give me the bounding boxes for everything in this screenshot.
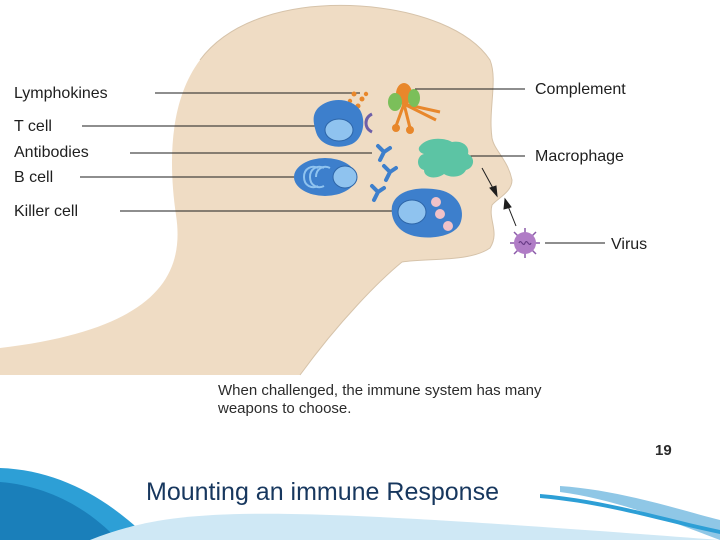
bottom-wave-decoration: [0, 468, 720, 540]
t-cell: [313, 99, 373, 147]
virus: [510, 228, 540, 258]
label-t-cell: T cell: [14, 118, 52, 135]
macrophage: [418, 138, 474, 178]
leader-lines: [80, 88, 605, 244]
head-silhouette: [0, 0, 678, 375]
b-cell: [294, 158, 358, 196]
antibodies: [370, 144, 398, 202]
head-outline: [199, 4, 513, 376]
label-virus: Virus: [611, 236, 647, 253]
caption-line-2: weapons to choose.: [218, 400, 352, 417]
page-number: 19: [655, 442, 672, 459]
label-b-cell: B cell: [14, 169, 53, 186]
caption-line-1: When challenged, the immune system has m…: [218, 382, 542, 399]
label-macrophage: Macrophage: [535, 148, 624, 165]
label-antibodies: Antibodies: [14, 144, 89, 161]
arrows: [481, 167, 517, 227]
diagram-caption: When challenged, the immune system has m…: [218, 382, 638, 418]
label-killer-cell: Killer cell: [14, 203, 78, 220]
killer-cell: [391, 188, 462, 238]
label-lymphokines: Lymphokines: [14, 85, 108, 102]
label-complement: Complement: [535, 81, 626, 98]
complement: [388, 83, 441, 134]
slide-title: Mounting an immune Response: [146, 478, 499, 506]
